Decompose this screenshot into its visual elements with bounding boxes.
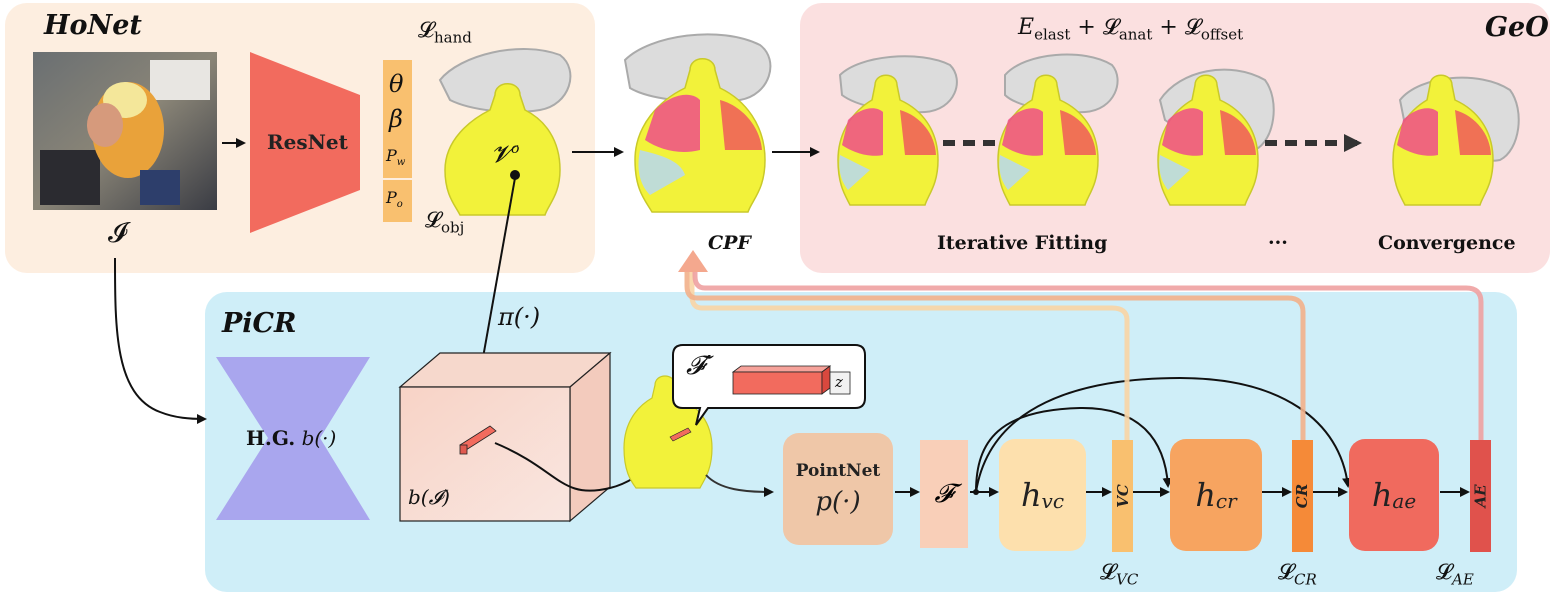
feedback-cr bbox=[684, 268, 1306, 440]
geo-iteration-1 bbox=[837, 55, 958, 206]
z-label: z bbox=[835, 373, 843, 391]
feature-stripe: 𝓕 bbox=[920, 440, 968, 548]
hourglass-block bbox=[216, 357, 370, 520]
pointnet-label: PointNet bbox=[795, 461, 881, 481]
input-label: 𝓘 bbox=[108, 216, 127, 249]
convergence-label: Convergence bbox=[1378, 232, 1516, 254]
loss-cr-label: 𝓛CR bbox=[1278, 560, 1317, 589]
resnet-block bbox=[250, 52, 360, 233]
ae-stripe: AE bbox=[1470, 440, 1491, 552]
loss-ae-label: 𝓛AE bbox=[1436, 560, 1474, 589]
ellipsis-label: ··· bbox=[1268, 232, 1288, 254]
cpf-object bbox=[623, 33, 772, 213]
honet-hand-object bbox=[438, 48, 572, 216]
feature-volume-label: b(𝓘) bbox=[408, 485, 450, 509]
pointnet-func: p(·) bbox=[815, 487, 861, 517]
hourglass-label: H.G. b(·) bbox=[246, 426, 337, 450]
geo-iteration-2 bbox=[997, 53, 1119, 206]
resnet-label: ResNet bbox=[267, 130, 348, 154]
loss-vc-label: 𝓛VC bbox=[1100, 560, 1139, 589]
feature-volume-box bbox=[398, 351, 612, 523]
param-pw: Pw bbox=[386, 146, 406, 169]
skip-f-to-hae bbox=[975, 376, 1352, 493]
param-column-top bbox=[383, 60, 412, 178]
feature-prime-label: 𝓕′ bbox=[686, 351, 712, 381]
loss-hand-label: 𝓛hand bbox=[418, 18, 472, 47]
vertex-label: 𝓥o bbox=[491, 140, 520, 168]
skip-f-to-hcr bbox=[975, 406, 1173, 493]
feedback-arrowhead bbox=[678, 250, 708, 272]
pointnet-block: PointNet p(·) bbox=[783, 433, 893, 545]
param-column-bottom bbox=[383, 180, 412, 222]
geo-convergence bbox=[1392, 74, 1520, 206]
param-beta: β bbox=[389, 105, 403, 133]
geo-iteration-3 bbox=[1157, 68, 1275, 206]
feature-label: 𝓕 bbox=[934, 478, 954, 509]
param-po: Po bbox=[386, 188, 403, 211]
energy-equation: Eelast + 𝓛anat + 𝓛offset bbox=[1018, 15, 1244, 44]
projection-label: π(·) bbox=[498, 303, 541, 331]
cr-stripe: CR bbox=[1292, 440, 1313, 552]
param-theta: θ bbox=[389, 70, 404, 98]
feedback-vc bbox=[689, 266, 1130, 440]
picr-title: PiCR bbox=[222, 308, 297, 339]
feature-prime-bubble bbox=[672, 344, 866, 426]
feedback-ae bbox=[692, 266, 1484, 440]
input-image bbox=[33, 52, 217, 210]
cpf-label: CPF bbox=[708, 232, 751, 254]
arrow-image-to-hourglass bbox=[114, 257, 207, 424]
vc-stripe: VC bbox=[1112, 440, 1133, 552]
loss-obj-label: 𝓛obj bbox=[425, 208, 465, 237]
iterative-fitting-label: Iterative Fitting bbox=[937, 232, 1108, 254]
arrow-object-to-pointnet bbox=[705, 474, 774, 497]
honet-title: HoNet bbox=[44, 10, 142, 41]
geo-title: GeO bbox=[1485, 12, 1549, 43]
